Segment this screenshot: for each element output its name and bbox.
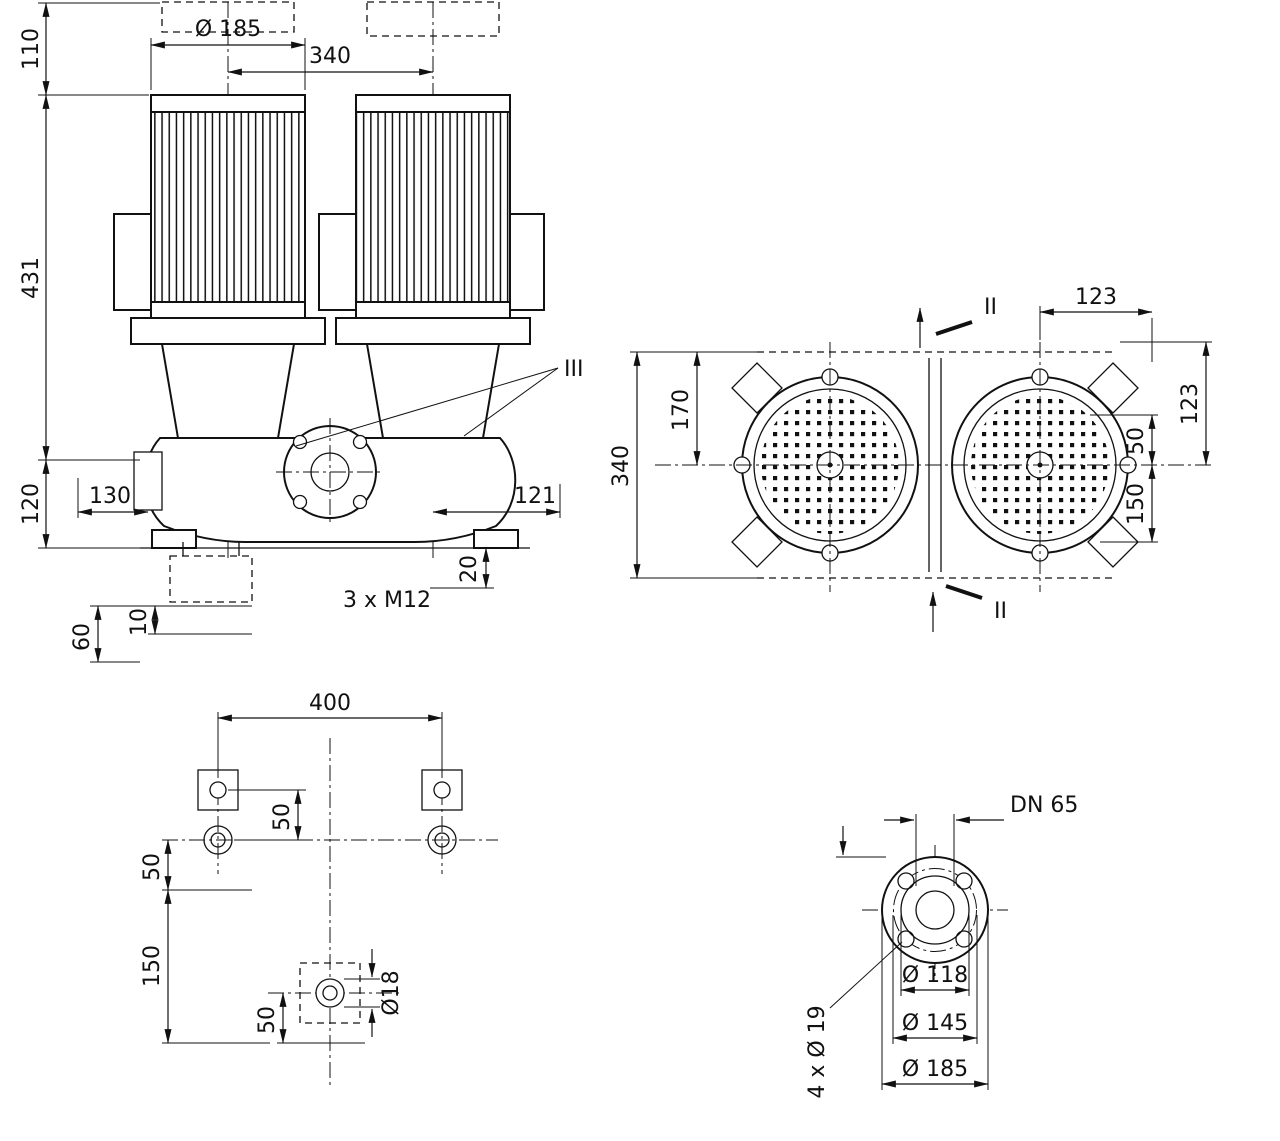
flange-hole	[292, 434, 308, 450]
dim-dia118: Ø 118	[902, 963, 968, 988]
pump-foot-right	[473, 529, 519, 549]
plan-view: II II 123 170 340 50 123 150	[609, 285, 1215, 632]
front-view: III Ø 185 340 110 431 120 130 121 20	[19, 1, 583, 663]
dim-50-between: 50	[270, 803, 295, 831]
section-mark-top	[935, 320, 973, 336]
dim-170-left: 170	[669, 389, 694, 431]
dim-121: 121	[514, 484, 556, 509]
dim-120: 120	[19, 483, 44, 525]
anchor-hole-small	[433, 781, 451, 799]
motor-flange-right	[335, 317, 531, 345]
dim-150-right: 150	[1124, 483, 1149, 525]
leader-III-b	[463, 367, 559, 437]
dim-123-top: 123	[1075, 285, 1117, 310]
section-mark-bottom	[945, 584, 983, 600]
bottom-hole-pocket-dashed	[299, 962, 361, 1024]
anchor-pad	[421, 769, 463, 811]
bottom-port-dashed	[169, 555, 253, 603]
label-bolt-holes: 4 x Ø 19	[805, 1005, 830, 1098]
leader-III-a	[295, 367, 559, 447]
dim-123-right: 123	[1178, 383, 1203, 425]
bolt-hole	[897, 930, 915, 948]
bolt-hole	[955, 930, 973, 948]
dim-130: 130	[89, 484, 131, 509]
anchor-hole-large	[203, 825, 233, 855]
motor-left-cap	[150, 94, 306, 113]
dim-motor-dia: Ø 185	[195, 17, 261, 42]
motor-left-body	[150, 111, 306, 303]
dim-340-left: 340	[609, 445, 634, 487]
dim-20: 20	[457, 555, 482, 583]
anchor-hole-small	[209, 781, 227, 799]
motor-left-base	[150, 301, 306, 319]
anchor-hole-inner	[434, 832, 450, 848]
dim-hole-dia: Ø18	[379, 970, 404, 1015]
dim-motor-spacing: 340	[309, 44, 351, 69]
flange-hole	[292, 494, 308, 510]
foundation-view: 400 50 50 150 50 Ø18	[140, 691, 498, 1085]
terminal-box-middle	[318, 213, 357, 311]
motor-right-body	[355, 111, 511, 303]
dim-50-bottom: 50	[255, 1006, 280, 1034]
dim-110: 110	[19, 28, 44, 70]
dim-dia145: Ø 145	[902, 1011, 968, 1036]
fan-cover-left-dashed	[161, 1, 295, 33]
flange-outer	[881, 856, 989, 964]
bolt-circle	[893, 868, 977, 952]
leader-bolt-holes	[829, 941, 903, 1009]
dim-50-right: 50	[1124, 427, 1149, 455]
dim-400: 400	[309, 691, 351, 716]
label-3xM12: 3 x M12	[343, 588, 431, 613]
motor-flange-left	[130, 317, 326, 345]
flange-hub	[900, 875, 970, 945]
flange-hole	[352, 434, 368, 450]
label-dn65: DN 65	[1010, 793, 1078, 818]
flange-hole	[352, 494, 368, 510]
anchor-hole-large	[427, 825, 457, 855]
flange-bore	[915, 890, 955, 930]
anchor-hole-inner	[210, 832, 226, 848]
anchor-hole-bottom	[315, 978, 345, 1008]
dim-150-left: 150	[140, 945, 165, 987]
flange-view: DN 65 Ø 118 Ø 145 Ø 185 4 x Ø 19	[805, 793, 1078, 1099]
label-section-II-bottom: II	[994, 599, 1007, 624]
dim-50-left: 50	[140, 853, 165, 881]
terminal-box-left	[113, 213, 152, 311]
label-section-II-top: II	[984, 295, 997, 320]
pump-foot-left	[151, 529, 197, 549]
bolt-hole	[897, 872, 915, 890]
dim-431: 431	[19, 257, 44, 299]
dim-10: 10	[127, 608, 152, 636]
port-stub-left	[133, 451, 163, 511]
label-section-III: III	[564, 357, 583, 382]
motor-right-base	[355, 301, 511, 319]
dim-60: 60	[70, 623, 95, 651]
fan-cover-right-dashed	[366, 1, 500, 37]
anchor-hole-inner	[322, 985, 338, 1001]
motor-right-cap	[355, 94, 511, 113]
dim-dia185: Ø 185	[902, 1057, 968, 1082]
lantern-left	[160, 343, 296, 439]
bolt-hole	[955, 872, 973, 890]
terminal-box-right	[509, 213, 545, 311]
